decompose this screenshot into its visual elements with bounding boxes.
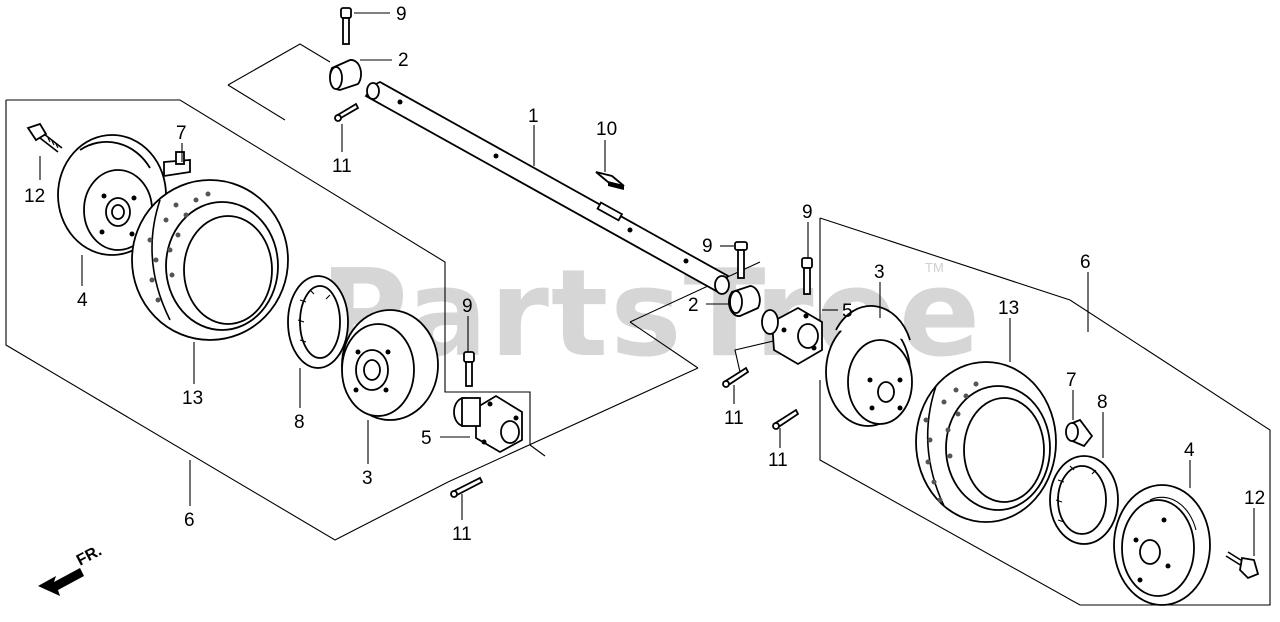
cotter-top	[334, 102, 360, 122]
callout-valve-left: 7	[176, 123, 187, 144]
callout-pin-center: 9	[702, 236, 713, 257]
callout-valve-right: 7	[1066, 370, 1077, 391]
key	[595, 171, 625, 190]
pin-right	[801, 257, 813, 295]
callout-pin-top: 9	[396, 4, 407, 25]
flange-hub-right	[761, 306, 823, 366]
callout-cotter-left-hub: 11	[452, 524, 472, 545]
callout-rim-right: 4	[1184, 440, 1195, 461]
callout-key: 10	[596, 119, 617, 140]
bushing-center	[728, 285, 761, 317]
callout-numbers: 9 2 11 1 10 7 12 4 13 8 3 9 5 11 6 9 2 9…	[24, 4, 1265, 545]
pin-top	[340, 7, 352, 45]
pin-center	[734, 241, 748, 279]
callout-cotter-top: 11	[332, 156, 352, 177]
front-direction-marker: FR.	[38, 542, 105, 596]
callout-bolt-left: 12	[24, 186, 45, 207]
callout-wheel-assembly-left: 6	[184, 510, 195, 531]
bolt-left	[26, 122, 63, 153]
callout-pin-left-hub: 9	[462, 296, 473, 317]
callout-seal-right: 8	[1097, 392, 1108, 413]
callout-bolt-right: 12	[1244, 488, 1265, 509]
valve-left	[163, 151, 191, 178]
trademark-mark: TM	[925, 260, 944, 275]
flange-hub-left	[453, 394, 523, 454]
axle-shaft	[364, 80, 730, 295]
callout-bushing-center: 2	[688, 295, 699, 316]
axle-outline	[227, 43, 331, 121]
front-arrow-icon	[38, 568, 84, 596]
tire-right	[915, 361, 1057, 523]
cotter-left-hub	[450, 476, 484, 498]
tire-right-tread	[923, 381, 979, 503]
leader-lines	[39, 12, 1255, 556]
callout-tire-right: 13	[998, 298, 1019, 319]
valve-right	[1065, 418, 1094, 448]
callout-axle: 1	[528, 106, 539, 127]
callout-bushing-top: 2	[398, 50, 409, 71]
callout-cotter-center-1: 11	[724, 408, 744, 429]
rim-right	[1113, 484, 1211, 606]
callout-seal-left: 8	[294, 412, 305, 433]
cotter-center-1	[722, 366, 750, 388]
cotter-center-2	[772, 408, 800, 430]
bushing-top	[329, 59, 362, 91]
bolt-right	[1225, 551, 1260, 580]
callout-rim-left: 4	[77, 290, 88, 311]
seal-right	[1049, 455, 1119, 545]
callout-hub-half-right: 3	[874, 262, 885, 283]
seal-left	[287, 275, 349, 369]
callout-flange-hub-right: 5	[842, 301, 853, 322]
pin-left-hub	[463, 351, 475, 387]
hub-half-right	[825, 305, 913, 427]
hub-half-left	[341, 309, 439, 421]
callout-cotter-center-2: 11	[768, 450, 788, 471]
callout-pin-right: 9	[802, 202, 813, 223]
tire-left-tread	[147, 191, 211, 303]
tire-left	[131, 179, 289, 341]
left-assembly-outline	[5, 99, 761, 541]
callout-tire-left: 13	[182, 388, 203, 409]
callout-wheel-assembly-right: 6	[1080, 252, 1091, 273]
front-label: FR.	[74, 542, 105, 569]
callout-hub-half-left: 3	[362, 468, 373, 489]
callout-flange-hub-left: 5	[421, 428, 432, 449]
